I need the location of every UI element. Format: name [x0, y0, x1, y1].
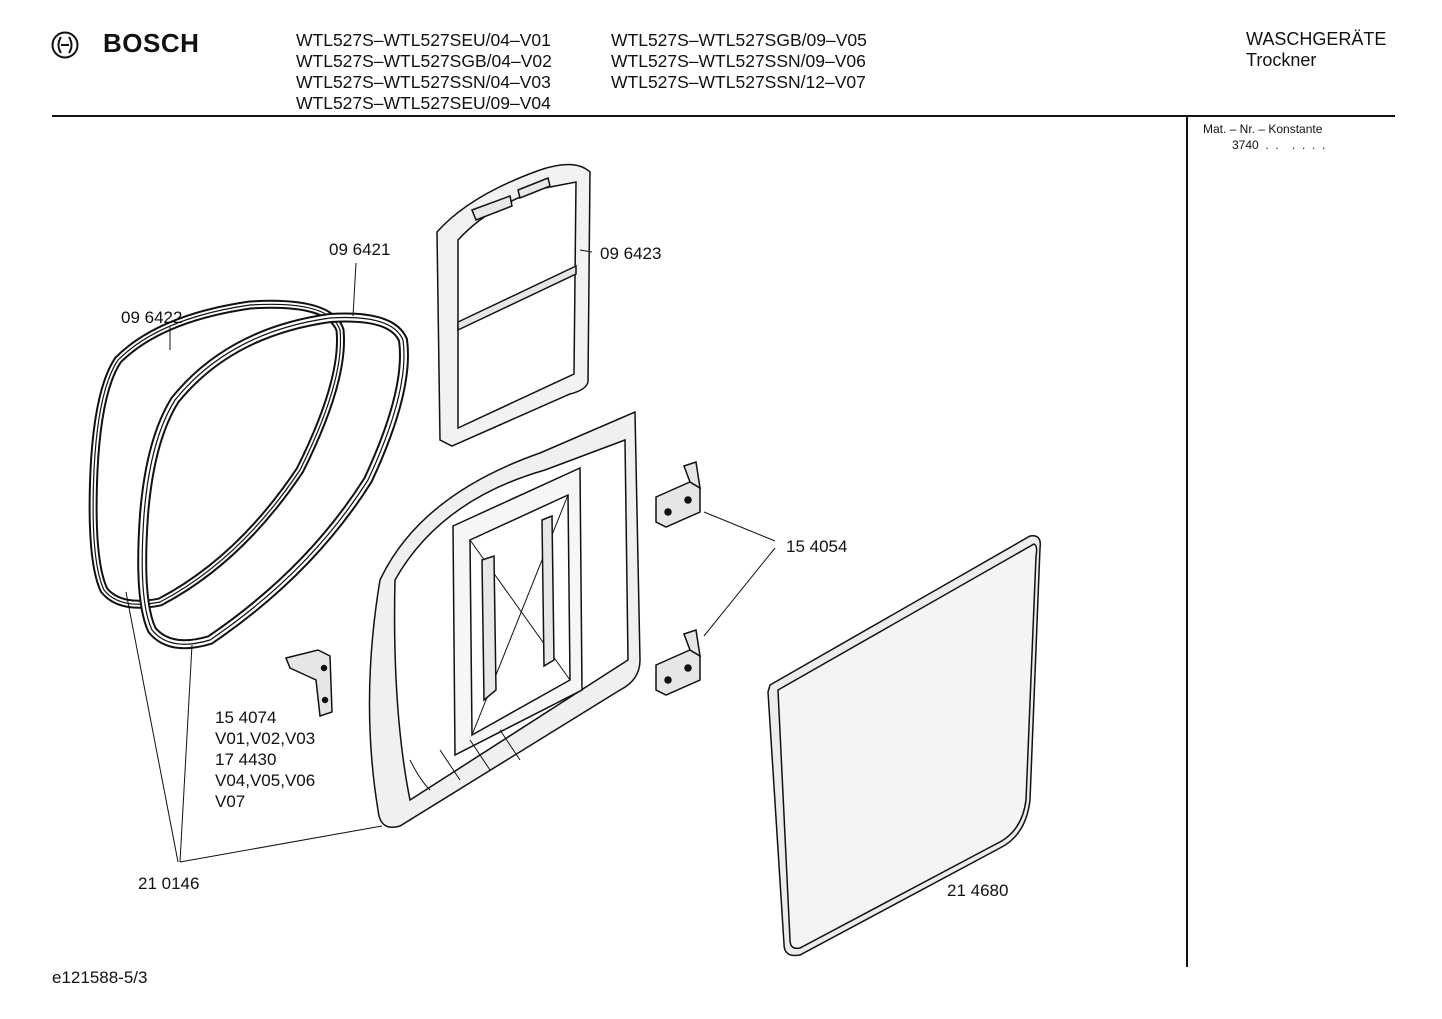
category-subtitle: Trockner: [1246, 50, 1317, 70]
variant-line: 15 4074: [215, 708, 277, 727]
model-list-left: WTL527S–WTL527SEU/04–V01 WTL527S–WTL527S…: [296, 30, 552, 114]
part-label-210146: 21 0146: [138, 874, 200, 893]
model-line: WTL527S–WTL527SSN/12–V07: [611, 72, 866, 92]
door-inner-frame: [368, 410, 641, 828]
model-line: WTL527S–WTL527SEU/09–V04: [296, 93, 551, 113]
door-latch: [284, 649, 333, 718]
material-number-label: Mat. – Nr. – Konstante: [1203, 122, 1323, 136]
category-title: WASCHGERÄTE: [1246, 29, 1387, 49]
door-seal-outer: [88, 299, 345, 609]
hinge-lower: [655, 629, 701, 696]
model-line: WTL527S–WTL527SGB/09–V05: [611, 30, 867, 50]
material-number-value: 3740 . . . . . .: [1232, 138, 1326, 152]
bosch-logo-icon: [51, 31, 79, 59]
lint-filter-frame: [436, 163, 591, 447]
part-label-214680: 21 4680: [947, 881, 1009, 900]
model-line: WTL527S–WTL527SSN/04–V03: [296, 72, 551, 92]
hinge-upper: [655, 461, 701, 528]
part-label-096423: 09 6423: [600, 244, 662, 263]
brand-name: BOSCH: [103, 28, 200, 58]
variant-line: V04,V05,V06: [215, 771, 316, 790]
door-seal-inner: [137, 312, 409, 650]
header-divider: [52, 115, 1395, 117]
drawing-id: e121588-5/3: [52, 968, 148, 987]
part-label-154054: 15 4054: [786, 537, 848, 556]
variant-line: V07: [215, 792, 246, 811]
part-label-096422: 09 6422: [121, 308, 183, 327]
model-list-right: WTL527S–WTL527SGB/09–V05 WTL527S–WTL527S…: [611, 30, 867, 93]
variant-line: V01,V02,V03: [215, 729, 316, 748]
category-block: WASCHGERÄTE Trockner: [1246, 29, 1386, 71]
side-divider: [1186, 115, 1188, 967]
model-line: WTL527S–WTL527SGB/04–V02: [296, 51, 552, 71]
variant-line: 17 4430: [215, 750, 277, 769]
part-label-096421: 09 6421: [329, 240, 391, 259]
outer-door-panel: [767, 535, 1042, 957]
model-line: WTL527S–WTL527SEU/04–V01: [296, 30, 551, 50]
leader-lines: [125, 249, 776, 863]
latch-variant-list: 15 4074 V01,V02,V03 17 4430 V04,V05,V06 …: [215, 707, 315, 812]
model-line: WTL527S–WTL527SSN/09–V06: [611, 51, 866, 71]
